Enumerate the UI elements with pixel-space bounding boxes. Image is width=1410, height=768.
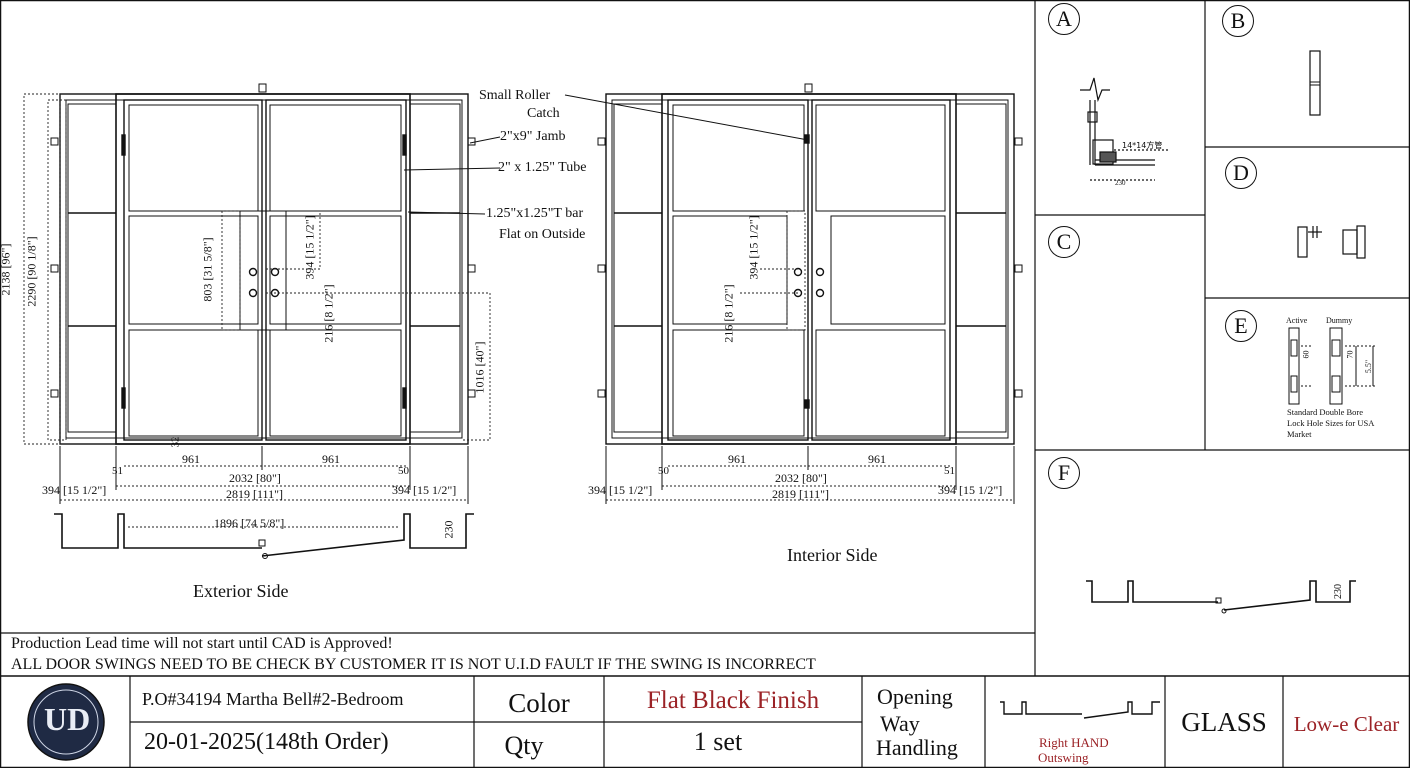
- detail-e-label: E: [1225, 310, 1257, 342]
- company-logo: [27, 683, 105, 761]
- detail-b-label: B: [1222, 5, 1254, 37]
- dim-394-left-int: 394 [15 1/2"]: [588, 483, 653, 497]
- detail-f-letter: F: [1057, 460, 1071, 485]
- dim-394-left-ext: 394 [15 1/2"]: [42, 483, 107, 497]
- opening-label-2: Way: [880, 711, 920, 736]
- detail-f-label: F: [1048, 457, 1080, 489]
- handling-value-1: Right HAND: [1039, 735, 1109, 750]
- detail-e-active: Active: [1286, 316, 1308, 325]
- dim-2138: 2138 [96"]: [0, 243, 13, 296]
- dim-2819-int: 2819 [111"]: [772, 487, 829, 501]
- qty-label: Qty: [504, 731, 544, 760]
- interior-side-label: Interior Side: [787, 545, 878, 565]
- color-label: Color: [508, 687, 570, 718]
- detail-e-n3: 5.5": [1364, 359, 1374, 374]
- opening-label-3: Handling: [876, 735, 958, 760]
- dim-2819-ext: 2819 [111"]: [226, 487, 283, 501]
- handling-value-2: Outswing: [1038, 750, 1089, 765]
- dim-961-a: 961: [182, 452, 200, 466]
- dim-2032-int: 2032 [80"]: [775, 471, 827, 485]
- dim-961-b: 961: [322, 452, 340, 466]
- dim-1016: 1016 [40"]: [472, 341, 487, 394]
- date-order: 20-01-2025(148th Order): [144, 729, 389, 755]
- detail-b-letter: B: [1230, 8, 1246, 33]
- dim-32-ext: 32: [169, 436, 182, 448]
- dim-803: 803 [31 5/8"]: [200, 237, 215, 302]
- dim-230-ext: 230: [441, 520, 456, 539]
- dim-216-int: 216 [8 1/2"]: [721, 284, 736, 343]
- glass-label: GLASS: [1181, 706, 1267, 737]
- detail-e-note-3: Market: [1287, 429, 1312, 439]
- detail-e-dummy: Dummy: [1326, 316, 1353, 325]
- detail-e-n1: 60: [1301, 350, 1311, 359]
- dim-961-d: 961: [868, 452, 886, 466]
- note-lead-time: Production Lead time will not start unti…: [11, 635, 393, 652]
- dim-394-right-ext: 394 [15 1/2"]: [392, 483, 457, 497]
- detail-e-note-2: Lock Hole Sizes for USA: [1287, 418, 1375, 428]
- dim-394-right-int: 394 [15 1/2"]: [938, 483, 1003, 497]
- po-number: P.O#34194 Martha Bell#2-Bedroom: [142, 689, 404, 709]
- dim-216-ext: 216 [8 1/2"]: [321, 284, 336, 343]
- dim-51-int: 51: [944, 465, 955, 477]
- exterior-elevation: [50, 83, 476, 445]
- detail-a-dim: 230: [1115, 179, 1126, 187]
- callout-jamb: 2"x9" Jamb: [500, 129, 566, 144]
- color-value: Flat Black Finish: [646, 687, 820, 714]
- dim-2032-ext: 2032 [80"]: [229, 471, 281, 485]
- exterior-side-label: Exterior Side: [193, 581, 289, 601]
- dim-961-c: 961: [728, 452, 746, 466]
- detail-c-label: C: [1048, 226, 1080, 258]
- detail-d-letter: D: [1233, 160, 1249, 185]
- detail-a-drawing: [1080, 77, 1170, 181]
- callout-tbar-2: Flat on Outside: [499, 227, 586, 242]
- qty-value: 1 set: [693, 727, 743, 756]
- logo-text: UD: [44, 701, 91, 737]
- callout-tbar-1: 1.25"x1.25"T bar: [486, 206, 584, 221]
- callout-tube: 2" x 1.25" Tube: [498, 160, 587, 175]
- dim-1896: 1896 [74 5/8"]: [214, 516, 285, 530]
- opening-label-1: Opening: [877, 684, 953, 709]
- detail-a-letter: A: [1056, 6, 1072, 31]
- note-door-swing: ALL DOOR SWINGS NEED TO BE CHECK BY CUST…: [11, 656, 816, 673]
- dim-394-int: 394 [15 1/2"]: [746, 215, 761, 280]
- detail-d-label: D: [1225, 157, 1257, 189]
- dim-50-ext: 50: [398, 465, 409, 477]
- callout-roller-2: Catch: [527, 106, 560, 121]
- dim-394-ext: 394 [15 1/2"]: [302, 215, 317, 280]
- interior-elevation: [597, 83, 1023, 445]
- callout-roller-1: Small Roller: [479, 88, 551, 103]
- detail-e-note-1: Standard Double Bore: [1287, 407, 1364, 417]
- detail-a-label: A: [1048, 3, 1080, 35]
- dim-2290: 2290 [90 1/8"]: [24, 236, 39, 307]
- glass-value: Low-e Clear: [1293, 711, 1400, 736]
- dim-50-int: 50: [658, 465, 669, 477]
- detail-e-letter: E: [1234, 313, 1248, 338]
- detail-a-note: 14*14方管: [1122, 141, 1163, 150]
- dim-51-ext: 51: [112, 465, 123, 477]
- detail-c-letter: C: [1056, 229, 1072, 254]
- detail-e-n2: 70: [1345, 350, 1355, 359]
- detail-f-dim: 230: [1333, 584, 1344, 599]
